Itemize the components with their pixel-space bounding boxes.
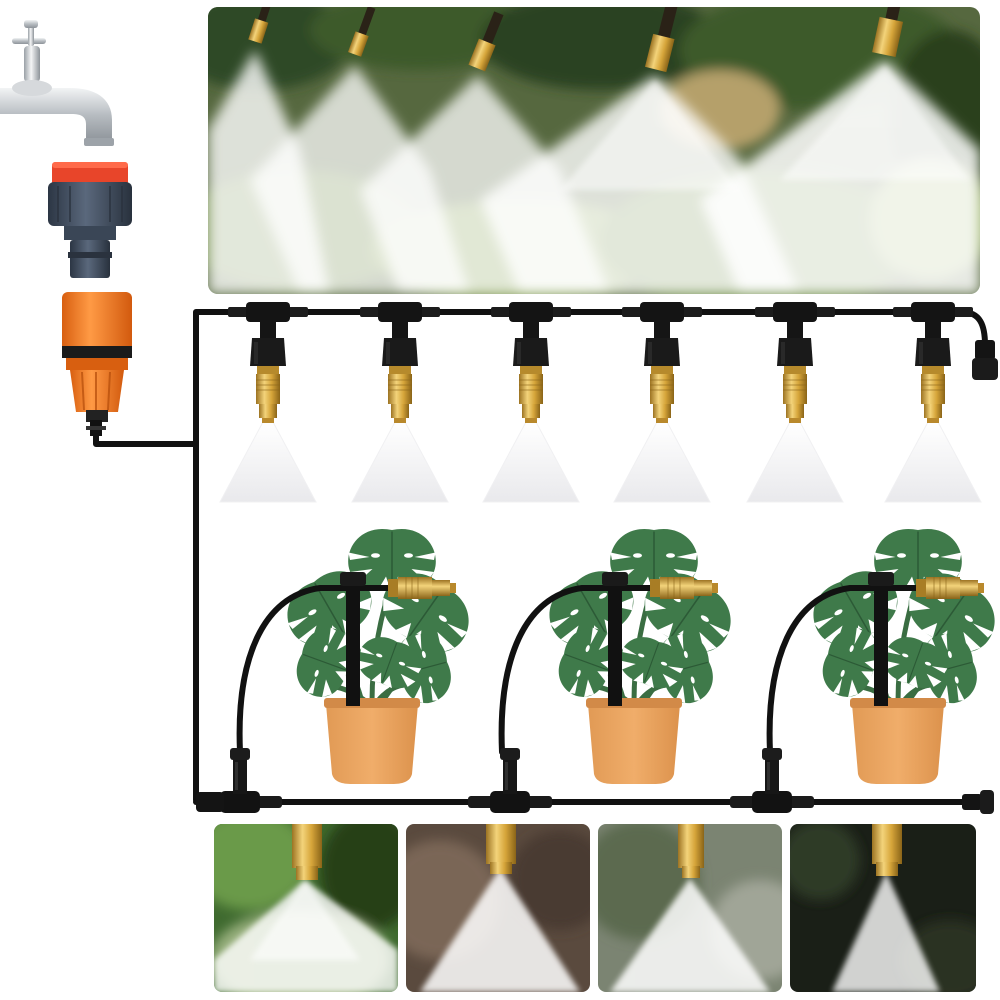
end-plug-icon <box>962 790 994 814</box>
mist-nozzle-icon <box>220 302 316 502</box>
potted-plant-icon <box>198 529 482 813</box>
tap-adapter-icon <box>48 162 132 278</box>
mist-nozzle-icon <box>352 302 448 502</box>
overhead-nozzles <box>220 302 981 502</box>
detail-photos <box>214 824 976 992</box>
spray-photo <box>790 824 976 992</box>
mist-nozzle-icon <box>614 302 710 502</box>
mist-nozzle-icon <box>747 302 843 502</box>
end-plug-icon <box>972 340 998 380</box>
quick-connector-icon <box>62 292 132 436</box>
potted-plant-icon <box>468 529 744 813</box>
corner-elbow <box>196 792 224 812</box>
tee-fitting-icon <box>468 748 552 813</box>
hero-spray-photo <box>208 7 980 294</box>
potted-plant-icon <box>730 529 1000 813</box>
mist-nozzle-icon <box>387 576 457 600</box>
faucet-icon <box>0 20 114 146</box>
spray-photo <box>406 824 590 992</box>
spray-photo <box>214 824 398 992</box>
mist-nozzle-icon <box>885 302 981 502</box>
spray-photo <box>598 824 782 992</box>
mist-nozzle-icon <box>649 576 719 600</box>
potted-plants <box>198 529 1000 813</box>
mist-nozzle-icon <box>483 302 579 502</box>
tee-fitting-icon <box>730 748 814 813</box>
mist-nozzle-icon <box>915 576 985 600</box>
